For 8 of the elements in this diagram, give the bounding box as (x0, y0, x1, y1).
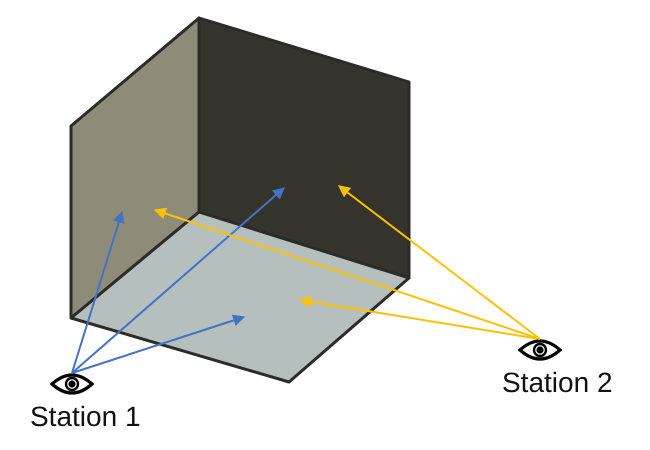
arrow (154, 208, 540, 340)
station-label: Station 1 (30, 400, 141, 434)
arrow (338, 185, 541, 340)
arrow (71, 210, 125, 374)
arrow (72, 314, 246, 374)
arrow (298, 296, 540, 340)
arrow (71, 187, 285, 374)
station-label: Station 2 (502, 366, 613, 400)
